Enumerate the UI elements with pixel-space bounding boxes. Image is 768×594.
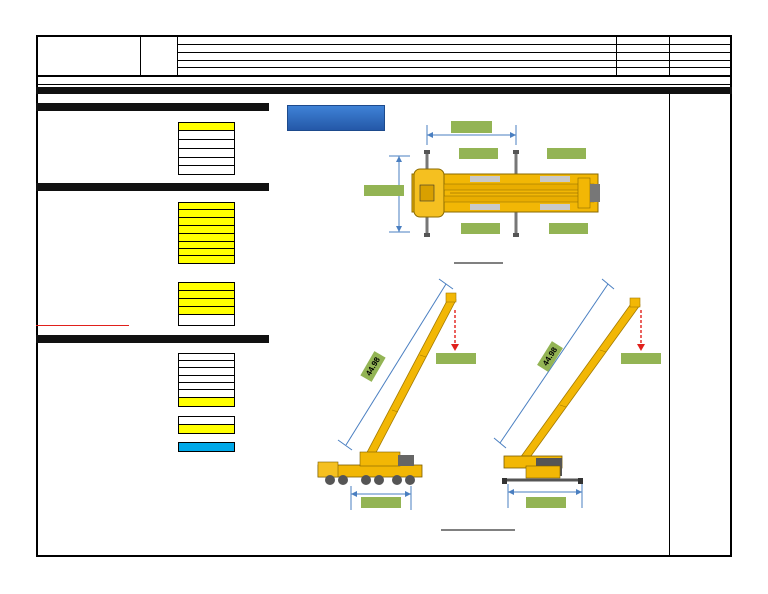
dim-label-width	[451, 121, 492, 133]
red-underline	[36, 325, 129, 326]
input-cell[interactable]	[178, 255, 235, 264]
header-row-line-3	[177, 60, 732, 61]
input-cell[interactable]	[178, 397, 235, 407]
dim-label-outrigger-rear	[547, 148, 586, 159]
input-cell[interactable]	[178, 165, 235, 175]
right-column-divider	[669, 94, 670, 557]
input-cell[interactable]	[178, 442, 235, 452]
dim-label-bottom-2	[549, 223, 588, 234]
header-row-line-4	[177, 67, 732, 68]
load-label-left	[436, 353, 476, 364]
input-cell[interactable]	[178, 314, 235, 326]
header-col-2	[177, 35, 178, 75]
header-col-4	[669, 35, 670, 75]
header-col-1	[140, 35, 141, 75]
base-label-right	[526, 497, 566, 508]
dim-label-length	[364, 185, 404, 196]
subheader-line	[36, 84, 732, 85]
section-bar-1	[36, 103, 269, 111]
dim-label-outrigger-front	[459, 148, 498, 159]
header-row-line-1	[177, 44, 732, 45]
title-band	[36, 87, 732, 94]
header-divider	[36, 75, 732, 77]
diagram-title-button[interactable]	[287, 105, 385, 131]
header-col-3	[616, 35, 617, 75]
dim-label-bottom-1	[461, 223, 500, 234]
base-label-left	[361, 497, 401, 508]
header-row-line-2	[177, 52, 732, 53]
input-cell[interactable]	[178, 424, 235, 434]
load-label-right	[621, 353, 661, 364]
left-tick	[36, 369, 38, 379]
section-bar-3	[36, 335, 269, 343]
section-bar-2	[36, 183, 269, 191]
sheet-frame	[36, 35, 732, 557]
